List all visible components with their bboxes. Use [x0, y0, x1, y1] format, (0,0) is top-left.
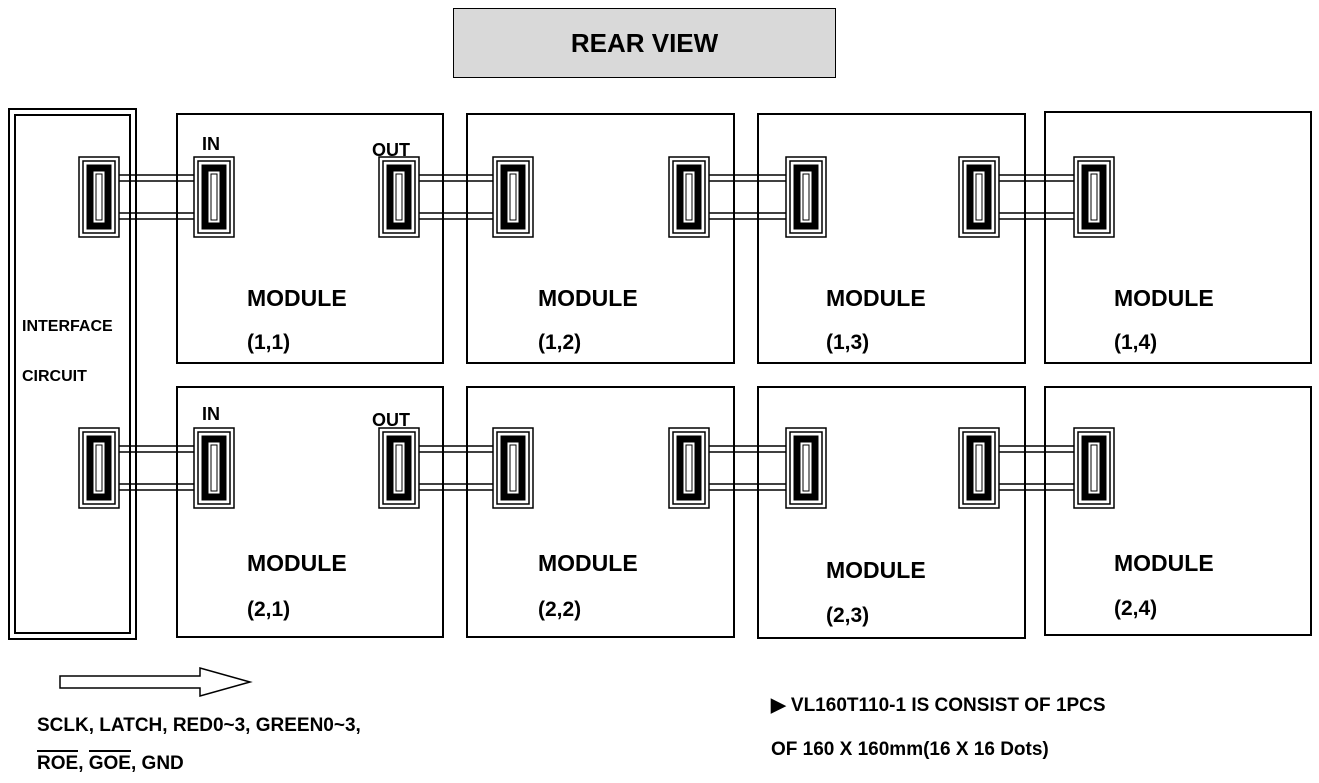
port-label-in: IN [202, 404, 220, 424]
connector-icon [193, 427, 235, 509]
diagram-title: REAR VIEW [453, 8, 836, 78]
module-index: (2,2) [538, 598, 582, 621]
module-index: (2,1) [247, 598, 291, 621]
connector-icon [785, 427, 827, 509]
signal-roe: ROE [37, 750, 79, 774]
module-index: (2,3) [826, 604, 870, 627]
play-marker-icon: ▶ [771, 695, 786, 716]
signal-rest: , GND [130, 753, 184, 774]
module-index: (1,4) [1114, 331, 1158, 354]
signal-sclk: SCLK [37, 715, 89, 736]
module-1-1 [176, 113, 444, 364]
connector-icon [193, 156, 235, 238]
connector-icon [378, 427, 420, 509]
interface-label-line1: INTERFACE [22, 318, 113, 335]
connector-icon [958, 427, 1000, 509]
port-label-out: OUT [372, 410, 410, 430]
connector-icon [78, 156, 120, 238]
signal-arrow [59, 667, 253, 697]
connector-icon [1073, 156, 1115, 238]
connector-icon [668, 427, 710, 509]
connector-icon [1073, 427, 1115, 509]
module-name: MODULE [826, 557, 926, 583]
module-name: MODULE [538, 550, 638, 576]
connector-icon [492, 156, 534, 238]
interface-circuit-outer [8, 108, 137, 640]
signal-list-line1: SCLK, LATCH, RED0~3, GREEN0~3, [37, 715, 361, 737]
port-label-out: OUT [372, 140, 410, 160]
interface-label-line2: CIRCUIT [22, 368, 87, 385]
connector-icon [78, 427, 120, 509]
module-index: (2,4) [1114, 597, 1158, 620]
module-1-3 [757, 113, 1026, 364]
module-name: MODULE [826, 285, 926, 311]
signal-list-line2: ROE, GOE, GND [37, 750, 184, 775]
module-name: MODULE [538, 285, 638, 311]
connector-icon [492, 427, 534, 509]
connector-icon [378, 156, 420, 238]
module-name: MODULE [1114, 285, 1214, 311]
signal-rest: , RED0~3, GREEN0~3, [162, 715, 361, 736]
note-line1: ▶ VL160T110-1 IS CONSIST OF 1PCS [771, 694, 1106, 717]
port-label-in: IN [202, 134, 220, 154]
module-name: MODULE [247, 285, 347, 311]
module-index: (1,1) [247, 331, 291, 354]
note-line2: OF 160 X 160mm(16 X 16 Dots) [771, 739, 1049, 760]
note-text-1: VL160T110-1 IS CONSIST OF 1PCS [790, 695, 1106, 716]
module-index: (1,2) [538, 331, 582, 354]
signal-goe: GOE [88, 750, 131, 774]
interface-circuit-inner [14, 114, 131, 634]
module-1-2 [466, 113, 735, 364]
connector-icon [668, 156, 710, 238]
connector-icon [958, 156, 1000, 238]
module-index: (1,3) [826, 331, 870, 354]
module-name: MODULE [247, 550, 347, 576]
module-name: MODULE [1114, 550, 1214, 576]
signal-separator: , [88, 715, 100, 736]
signal-separator: , [78, 753, 89, 774]
signal-latch: LATCH [99, 715, 163, 736]
connector-icon [785, 156, 827, 238]
